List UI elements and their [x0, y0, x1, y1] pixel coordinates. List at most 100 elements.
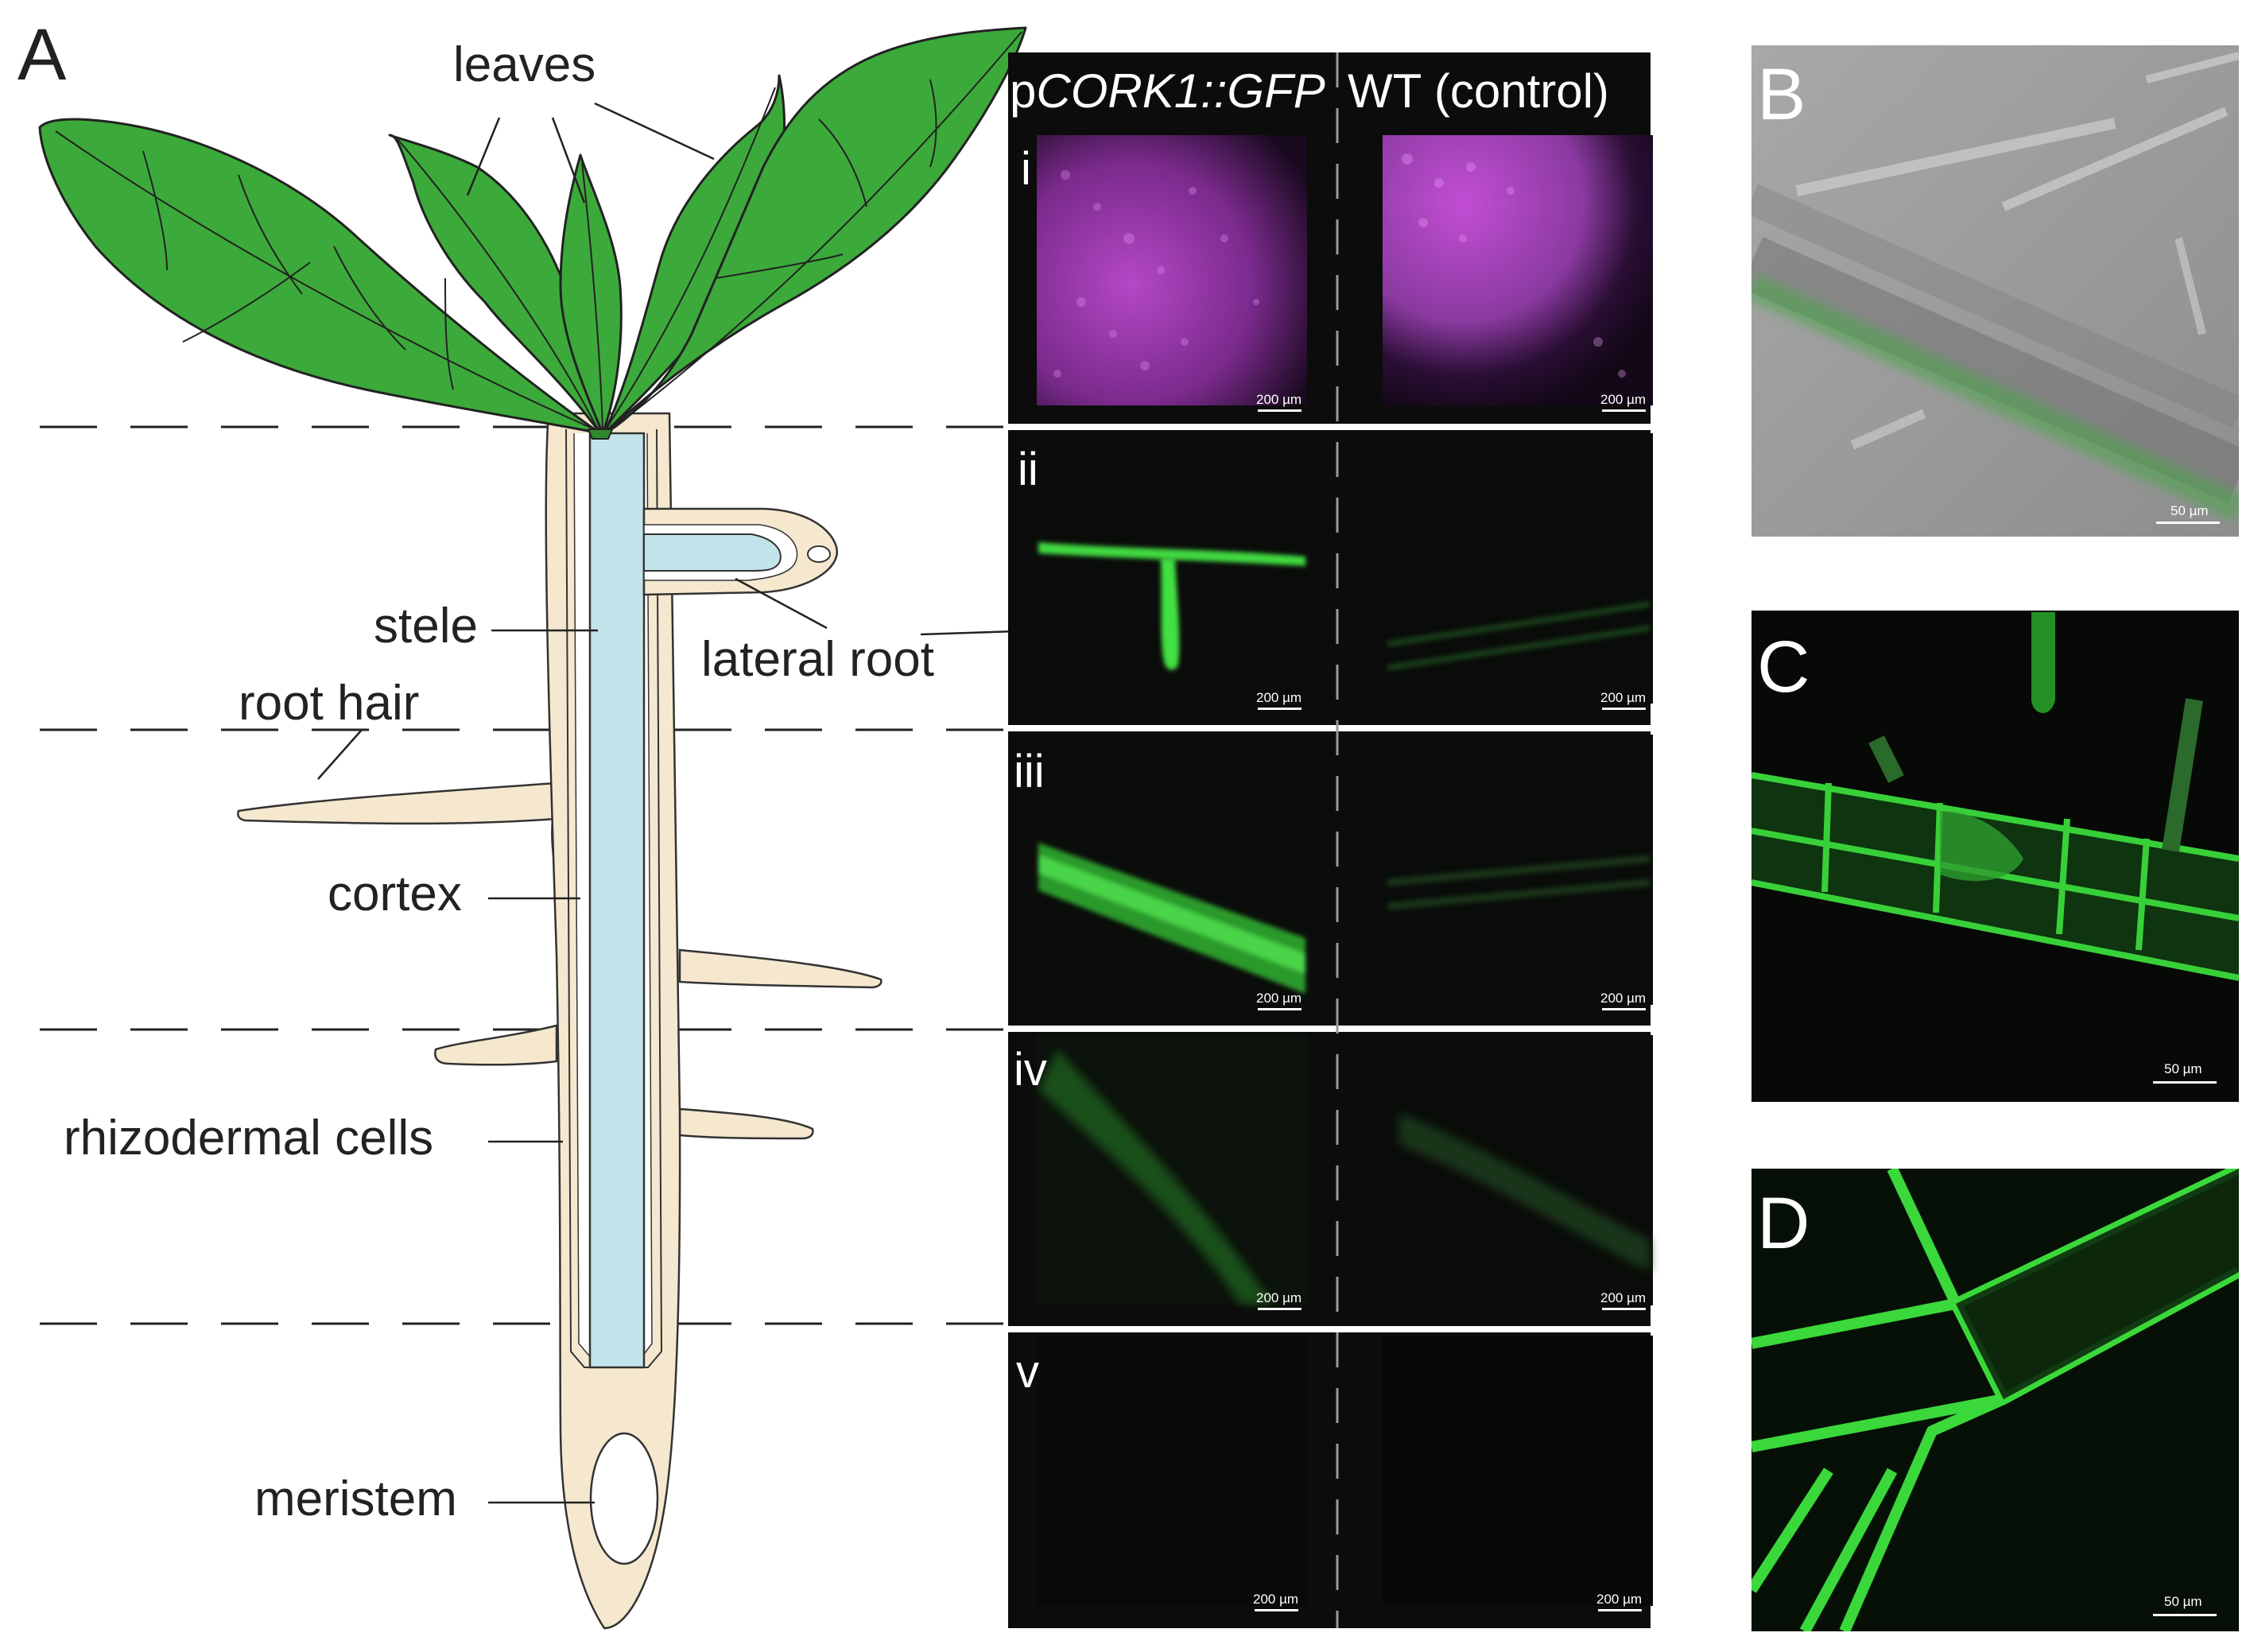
image-v-gfp [1037, 1336, 1307, 1606]
panel-c: 50 µm C [1752, 611, 2239, 1102]
leader-leaves-3 [594, 102, 715, 161]
image-iii-control-roots [1387, 855, 1651, 910]
leaf-mid-left-vein [397, 138, 599, 430]
texture [1839, 1394, 2006, 1631]
panel-letter-a: A [17, 14, 67, 95]
texture [2001, 107, 2229, 211]
image-i-control-texture [1402, 153, 1626, 378]
texture [1593, 337, 1603, 347]
texture [1850, 409, 1926, 450]
scale-label-iv-control: 200 µm [1600, 1290, 1646, 1305]
scale-label-c: 50 µm [2164, 1061, 2202, 1076]
texture [1109, 330, 1117, 338]
lateral-root-tip [807, 545, 831, 563]
leaf-mid-right-vein [605, 87, 776, 430]
meristem-cell [589, 1432, 659, 1565]
leaf-center-small [559, 153, 623, 435]
texture [2136, 838, 2150, 951]
image-iii-gfp-root [1038, 843, 1305, 994]
label-cortex: cortex [328, 867, 462, 921]
label-root-hair: root hair [239, 676, 419, 731]
row-v-images [1037, 1336, 1653, 1606]
panel-b-hyphae [1752, 52, 2239, 522]
texture [1123, 233, 1135, 244]
image-v-control [1383, 1336, 1653, 1606]
scale-bar [1258, 409, 1302, 412]
texture [1752, 879, 2239, 981]
texture [1387, 625, 1651, 671]
root-hair-right [678, 948, 883, 989]
panel-letter-b: B [1757, 54, 1806, 135]
scale-bar [1602, 708, 1646, 710]
texture [1618, 370, 1626, 378]
leaf-center-vein [581, 162, 603, 430]
root-hair-right-lower [678, 1107, 814, 1140]
header-control: WT (control) [1348, 64, 1609, 118]
leader-leaves-1 [466, 117, 501, 196]
leaf-left-large [38, 118, 602, 435]
row-label-ii: ii [1018, 444, 1038, 495]
texture [1077, 297, 1086, 307]
texture [1253, 299, 1259, 305]
panel-c-cells [1752, 612, 2239, 981]
scale-bar-b [2156, 522, 2220, 524]
texture [1799, 1468, 1898, 1631]
leader-leaves-2 [551, 117, 586, 204]
scale-bar [1258, 1308, 1302, 1310]
texture [2056, 818, 2070, 935]
texture [1940, 811, 2023, 882]
texture [2031, 612, 2055, 713]
label-stele: stele [374, 599, 478, 653]
scale-label-d: 50 µm [2164, 1594, 2202, 1609]
image-i-gfp-texture [1053, 170, 1259, 378]
texture [1752, 236, 2239, 503]
texture [1402, 153, 1413, 165]
texture [1795, 118, 2116, 196]
scale-bar [1598, 1609, 1642, 1611]
texture [1038, 855, 1305, 974]
row-divider-4 [1008, 1326, 1651, 1332]
row-label-i: i [1021, 143, 1031, 195]
label-rhizodermal-cells: rhizodermal cells [64, 1111, 433, 1165]
texture [1933, 802, 1943, 913]
image-i-control [1383, 135, 1653, 405]
texture [1418, 218, 1428, 227]
texture [1821, 782, 1832, 893]
micrograph-grid: pCORK1::GFP WT (control) [1008, 52, 1653, 1628]
texture [1220, 235, 1228, 242]
scale-label-iv-gfp: 200 µm [1256, 1290, 1302, 1305]
texture [1061, 170, 1070, 180]
row-divider-1 [1008, 424, 1651, 430]
label-lateral-root: lateral root [701, 632, 934, 687]
scale-bar [1602, 1008, 1646, 1010]
row-iv-images [1037, 1035, 1653, 1305]
scale-label-iii-control: 200 µm [1600, 991, 1646, 1006]
scale-label-iii-gfp: 200 µm [1256, 991, 1302, 1006]
row-divider-2 [1008, 725, 1651, 731]
scale-label-ii-gfp: 200 µm [1256, 690, 1302, 705]
leader-lateral-root [735, 577, 828, 630]
image-iv-control-root [1399, 1113, 1650, 1272]
image-ii-control-roots [1387, 601, 1651, 671]
leaves-drawing [38, 26, 1027, 440]
lateral-root-gfp-signal [1038, 542, 1305, 566]
texture [1157, 266, 1165, 274]
leader-root-hair [317, 729, 363, 780]
texture [1752, 1468, 1833, 1593]
scale-bar [1258, 708, 1302, 710]
row-i-images [1037, 135, 1653, 405]
scale-label-i-control: 200 µm [1600, 392, 1646, 407]
root-hair [237, 781, 558, 825]
leaf-right-large [604, 26, 1027, 435]
texture [1956, 1169, 2239, 1399]
row-iii-images [1037, 735, 1653, 1005]
panel-b-image [1752, 45, 2239, 537]
stele-column [588, 432, 646, 1369]
header-reporter-prefix: p [1010, 64, 1036, 118]
texture [1053, 370, 1061, 378]
texture [1752, 1298, 1957, 1349]
texture [2174, 237, 2206, 335]
texture [1466, 162, 1476, 172]
row-label-v: v [1016, 1346, 1039, 1398]
